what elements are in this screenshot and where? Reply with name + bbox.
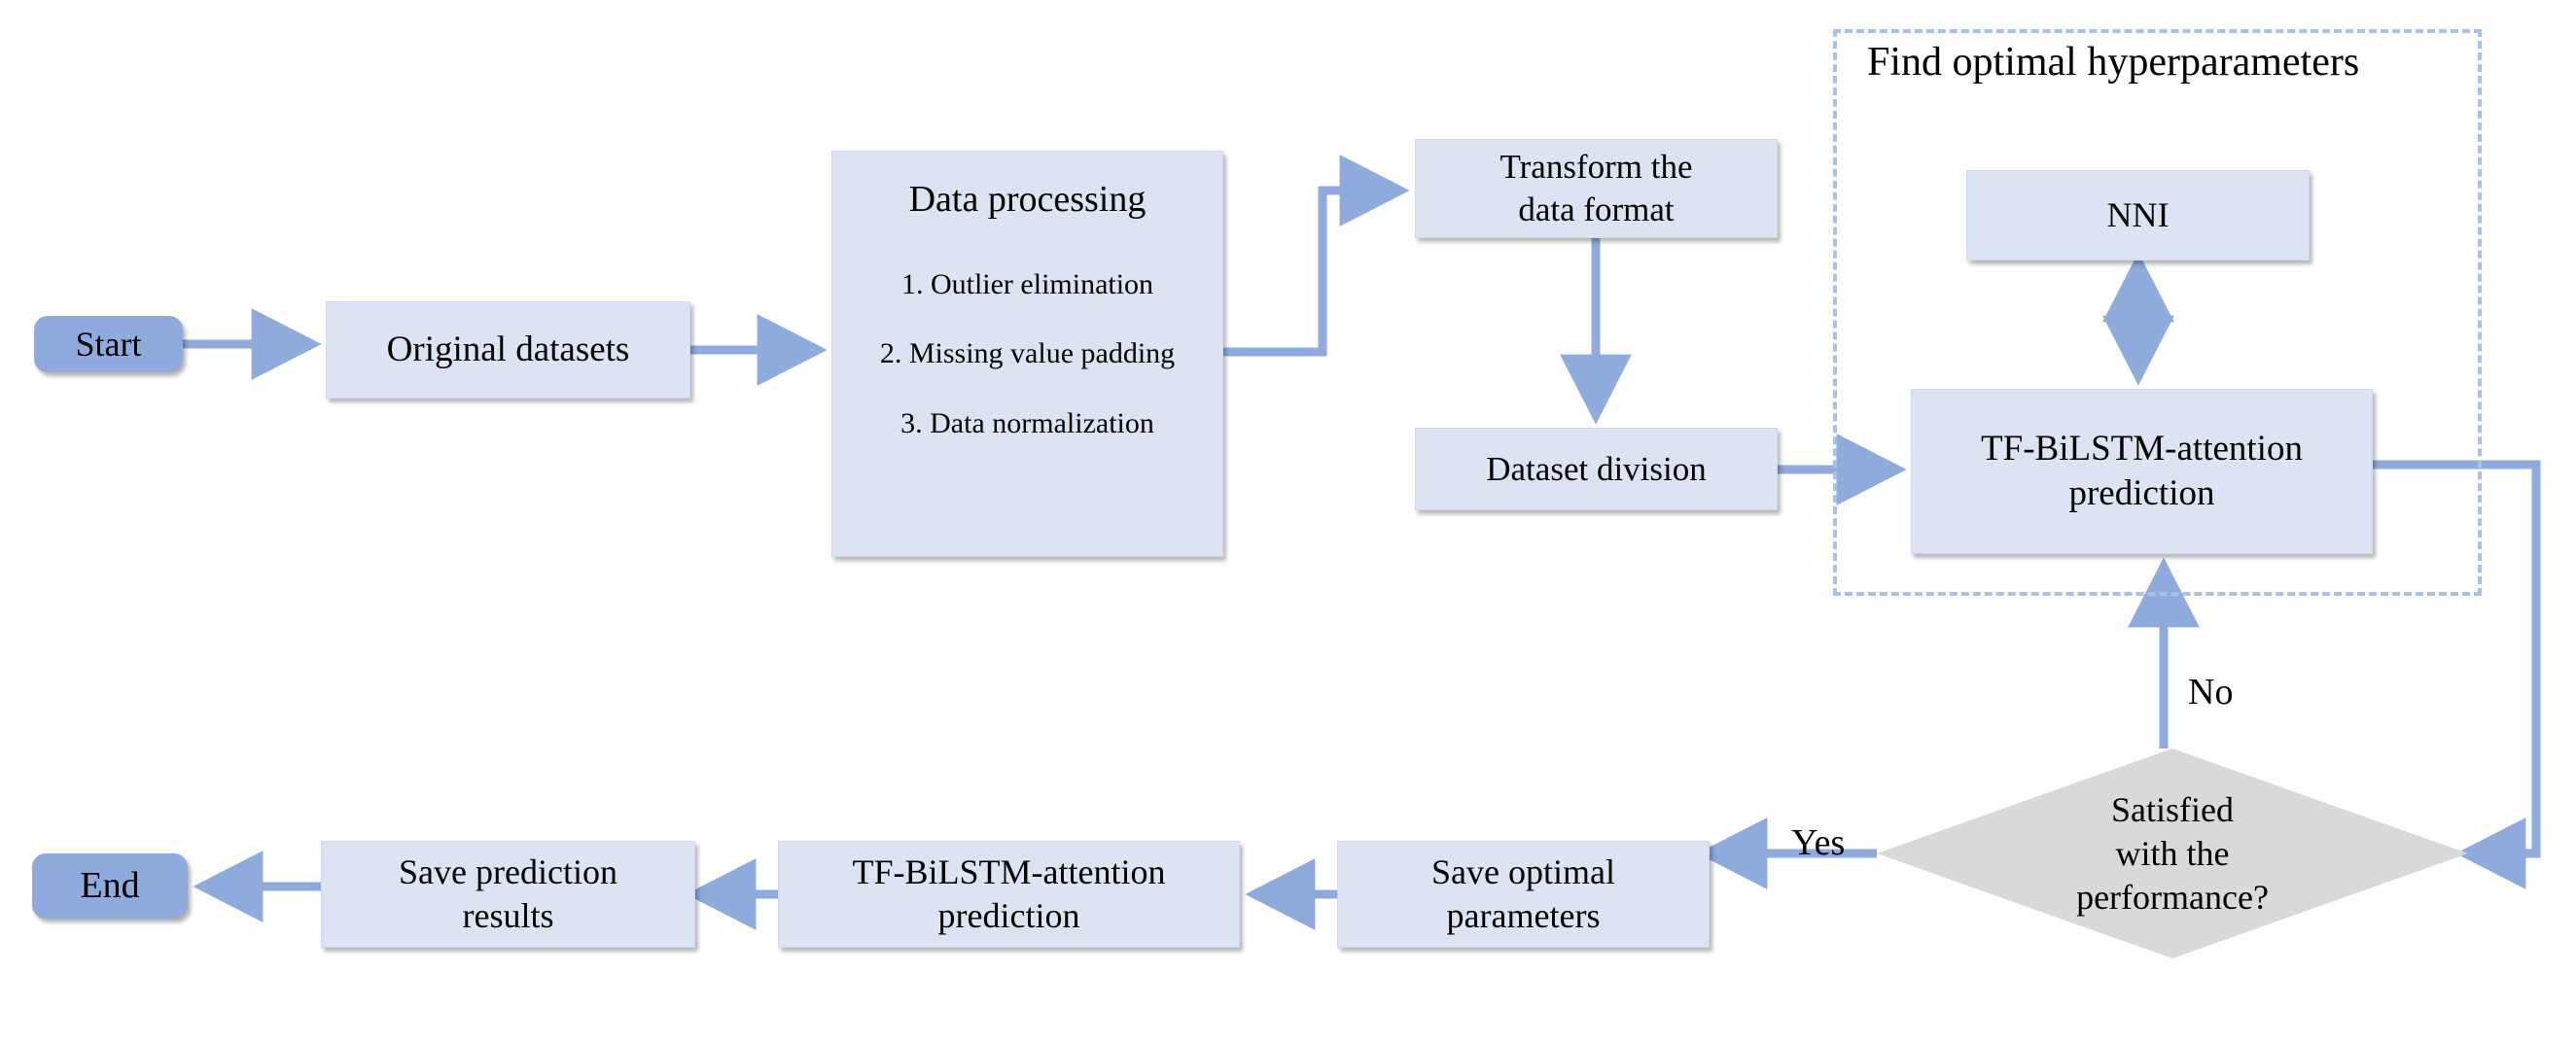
node-model-prediction-top-line-1: TF-BiLSTM-attention <box>1981 428 2303 469</box>
node-decision-line-2: with the <box>2115 833 2230 873</box>
node-model-prediction-bottom[interactable]: TF-BiLSTM-attention prediction <box>778 841 1240 948</box>
node-dataset-division[interactable]: Dataset division <box>1415 428 1778 510</box>
node-model-prediction-bottom-line-1: TF-BiLSTM-attention <box>852 852 1166 891</box>
node-end-label: End <box>80 864 140 906</box>
node-nni[interactable]: NNI <box>1966 170 2310 261</box>
node-data-processing[interactable]: Data processing 1. Outlier elimination 2… <box>831 151 1223 557</box>
node-nni-label: NNI <box>2106 195 2170 234</box>
node-data-processing-item-1: 1. Outlier elimination <box>900 267 1154 300</box>
node-save-prediction-results[interactable]: Save prediction results <box>321 841 695 948</box>
node-decision-line-3: performance? <box>2076 877 2269 917</box>
node-model-prediction-top-line-2: prediction <box>2068 473 2215 513</box>
node-save-optimal-parameters-line-2: parameters <box>1446 896 1601 935</box>
node-model-prediction-bottom-line-2: prediction <box>937 896 1080 935</box>
node-start-label: Start <box>75 324 142 364</box>
node-data-processing-item-3: 3. Data normalization <box>900 406 1154 439</box>
node-data-processing-title: Data processing <box>908 179 1147 220</box>
node-original-datasets[interactable]: Original datasets <box>326 301 690 399</box>
find-optimal-hyperparameters-label: Find optimal hyperparameters <box>1867 40 2360 85</box>
node-save-prediction-results-line-1: Save prediction <box>399 852 618 891</box>
edge-label-no: No <box>2188 672 2234 713</box>
node-save-optimal-parameters-line-1: Save optimal <box>1431 852 1615 891</box>
node-original-datasets-label: Original datasets <box>386 329 630 369</box>
node-dataset-division-label: Dataset division <box>1486 449 1707 488</box>
node-transform-data-format-line-2: data format <box>1518 191 1675 228</box>
node-save-optimal-parameters[interactable]: Save optimal parameters <box>1337 841 1710 948</box>
edge-label-yes: Yes <box>1791 822 1846 863</box>
node-transform-data-format[interactable]: Transform the data format <box>1415 139 1778 238</box>
node-save-prediction-results-line-2: results <box>462 896 554 935</box>
node-end[interactable]: End <box>32 853 188 919</box>
node-model-prediction-top[interactable]: TF-BiLSTM-attention prediction <box>1911 389 2373 554</box>
node-start[interactable]: Start <box>34 316 183 372</box>
find-optimal-hyperparameters-group <box>1833 29 2482 596</box>
edge-data-processing-to-transform <box>1223 155 1410 357</box>
node-data-processing-item-2: 2. Missing value padding <box>879 337 1176 369</box>
node-decision-line-1: Satisfied <box>2111 789 2234 829</box>
edge-model-prediction-to-decision <box>2373 460 2541 889</box>
node-transform-data-format-line-1: Transform the <box>1500 148 1693 187</box>
